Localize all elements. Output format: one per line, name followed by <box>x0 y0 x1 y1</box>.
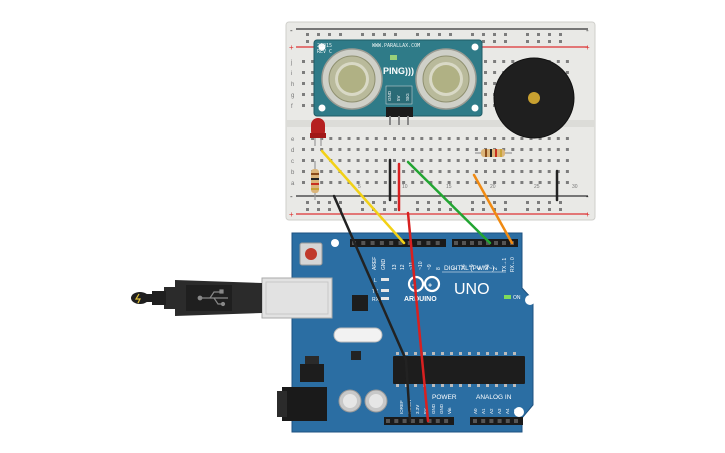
piezo-buzzer <box>493 57 575 139</box>
col-number: 25 <box>534 184 540 190</box>
row-letter: b <box>291 170 295 176</box>
usb-icon <box>197 289 228 307</box>
transducer-left <box>321 48 383 110</box>
svg-text:-: - <box>412 282 415 289</box>
rx-label: RX <box>372 297 380 303</box>
power-pin-label: GND <box>439 403 444 414</box>
resistor-vertical <box>311 161 319 200</box>
pin-label: 8 <box>436 267 442 270</box>
pin-label: ~3 <box>485 264 491 270</box>
col-number: 5 <box>358 184 361 190</box>
wire-orange <box>472 173 514 245</box>
row-letter: i <box>291 71 292 77</box>
pin-label: 7 <box>453 267 459 270</box>
power-pin-label: Vin <box>447 407 452 414</box>
wire-yellow <box>320 149 406 245</box>
sensor-pin-label: SIG <box>405 93 410 101</box>
wire-red <box>406 211 430 423</box>
power-pin-label: GND <box>431 403 436 414</box>
resistor-horizontal <box>475 149 512 157</box>
row-letter: d <box>291 148 294 154</box>
digital-label: DIGITAL (PWM~) <box>444 265 494 272</box>
sensor-model: 28015 <box>317 43 332 49</box>
wire-black <box>332 194 412 423</box>
pin-label: ~10 <box>418 261 424 270</box>
pin-label: ~6 <box>461 264 467 270</box>
col-number: 20 <box>490 184 496 190</box>
board-brand: ARDUINO <box>404 296 437 303</box>
l-label: L <box>374 278 377 284</box>
transducer-right <box>415 48 477 110</box>
lightning-icon <box>134 293 141 304</box>
col-number: 30 <box>572 184 578 190</box>
power-pin-label: 5V <box>423 408 428 414</box>
ping-sensor: 28015 REV C WWW.PARALLAX.COM PING))) GND… <box>313 39 483 125</box>
analog-pin-label: A4 <box>505 408 510 414</box>
col-number: 15 <box>446 184 452 190</box>
pin-label: 2 <box>493 267 499 270</box>
svg-text:+: + <box>289 210 294 219</box>
row-letter: e <box>291 137 295 143</box>
row-letter: h <box>291 82 294 88</box>
power-pin-label: IOREF <box>399 400 404 414</box>
power-pin-label: 3.3V <box>415 405 420 414</box>
svg-text:+: + <box>585 210 590 219</box>
sensor-revision: REV C <box>317 49 332 55</box>
svg-text:-: - <box>290 192 293 201</box>
analog-pin-label: A3 <box>497 408 502 414</box>
pin-label: 4 <box>477 267 483 270</box>
board-model: UNO <box>454 281 490 298</box>
usb-cable <box>131 277 333 319</box>
sensor-pin-label: GND <box>387 90 392 101</box>
row-letter: c <box>291 159 294 165</box>
row-letter: j <box>290 60 292 66</box>
analog-label: ANALOG IN <box>476 394 512 401</box>
pin-label: GND <box>381 259 387 271</box>
pin-label: RX←0 <box>510 257 516 272</box>
analog-pin-label: A5 <box>513 408 518 414</box>
arduino-uno: AREF GND 13 12 ~11 ~10 ~9 8 7 ~6 ~5 4 ~3… <box>277 232 535 433</box>
svg-text:-: - <box>586 192 589 201</box>
row-letter: f <box>291 104 293 110</box>
pin-label: ~5 <box>469 264 475 270</box>
pin-label: 13 <box>392 264 398 270</box>
svg-text:+: + <box>289 43 294 52</box>
row-letter: a <box>291 181 295 187</box>
on-label: ON <box>513 295 521 301</box>
col-number: 10 <box>402 184 408 190</box>
pin-label: AREF <box>372 257 378 270</box>
svg-text:+: + <box>585 43 590 52</box>
analog-pin-label: A2 <box>489 408 494 414</box>
wire-green <box>406 160 492 245</box>
row-letter: g <box>291 93 294 99</box>
analog-pin-label: A0 <box>473 408 478 414</box>
svg-text:+: + <box>428 283 432 290</box>
svg-text:-: - <box>586 26 589 35</box>
red-led <box>310 118 326 146</box>
analog-pin-label: A1 <box>481 408 486 414</box>
sensor-pin-label: 5V <box>396 95 401 101</box>
pin-label: ~9 <box>427 264 433 270</box>
sensor-brand: WWW.PARALLAX.COM <box>372 43 420 49</box>
power-label: POWER <box>432 394 457 401</box>
pin-label: 12 <box>400 264 406 270</box>
sensor-name: PING))) <box>383 66 414 76</box>
svg-text:-: - <box>290 26 293 35</box>
pin-label: TX→1 <box>502 258 508 272</box>
